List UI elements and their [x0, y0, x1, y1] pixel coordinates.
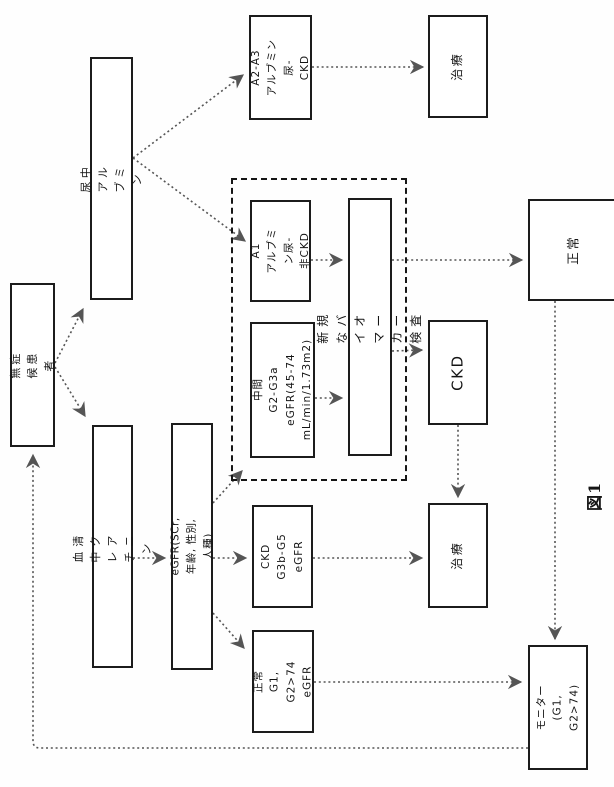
figure-number-label: 図1 [585, 481, 605, 511]
figure-number: 図1 [578, 468, 614, 524]
node-serum-creatinine: 血清中クレアチニン [72, 425, 153, 668]
node-egfr-calculation: eGFR(SCr, 年齢, 性別, 人種) [170, 423, 214, 670]
node-treatment-mid: 治療 [428, 503, 488, 608]
node-treatment-mid-label: 治療 [450, 540, 465, 571]
node-asymptomatic-patient: 無症候患者 [8, 283, 57, 447]
arrow-biomarker-to-ckd [391, 343, 424, 358]
node-ckd-result: CKD [428, 320, 488, 425]
node-a1-label: A1 アルブミン尿- 非CKD [249, 228, 311, 274]
node-biomarker-label: 新規なバイオマーカー検査 [316, 310, 424, 345]
node-normal-g1-g2: 正常 G1, G2>74 eGFR [252, 630, 314, 733]
node-novel-biomarker-test: 新規なバイオマーカー検査 [316, 198, 423, 456]
evaluation-dashed-frame [231, 178, 407, 481]
node-a1-albuminuria-non-ckd: A1 アルブミン尿- 非CKD [250, 200, 311, 302]
node-monitor: モニター(G1, G2>74) [528, 645, 588, 770]
arrow-urinary-albumin-to-a1 [132, 157, 247, 242]
arrow-urinary-albumin-to-a2a3 [132, 74, 245, 159]
node-treatment-top: 治療 [428, 15, 488, 118]
node-intermediate-label: 中間 G2-G3a eGFR(45-74 mL/min/1.73m2) [251, 339, 313, 441]
node-a2-a3-label: A2-A3 アルブミン尿- CKD [249, 38, 311, 97]
node-treatment-top-label: 治療 [450, 51, 465, 82]
node-a2-a3-albuminuria-ckd: A2-A3 アルブミン尿- CKD [249, 15, 312, 120]
node-normal-g1-label: 正常 G1, G2>74 eGFR [252, 660, 314, 703]
node-monitor-label: モニター(G1, G2>74) [535, 683, 581, 732]
node-normal-result: 正常 [528, 199, 614, 301]
node-egfr-label: eGFR(SCr, 年齢, 性別, 人種) [169, 517, 215, 576]
node-urinary-albumin: 尿中アルブミン [79, 57, 144, 300]
node-ckd-g3b-g5: CKD G3b-G5 eGFR [252, 505, 313, 608]
node-asymptomatic-patient-label: 無症候患者 [8, 350, 57, 379]
node-intermediate-egfr: 中間 G2-G3a eGFR(45-74 mL/min/1.73m2) [250, 322, 315, 458]
arrow-asymptomatic-to-urinary-albumin [54, 307, 84, 364]
node-urinary-albumin-label: 尿中アルブミン [79, 164, 144, 193]
node-serum-creatinine-label: 血清中クレアチニン [71, 530, 154, 563]
arrow-egfr-to-normal-g1 [212, 612, 245, 649]
node-ckd-result-label: CKD [448, 354, 467, 391]
node-normal-result-label: 正常 [565, 234, 581, 266]
node-ckd-g3b-g5-label: CKD G3b-G5 eGFR [260, 533, 305, 580]
arrow-asymptomatic-to-serum-creatinine [54, 366, 86, 418]
